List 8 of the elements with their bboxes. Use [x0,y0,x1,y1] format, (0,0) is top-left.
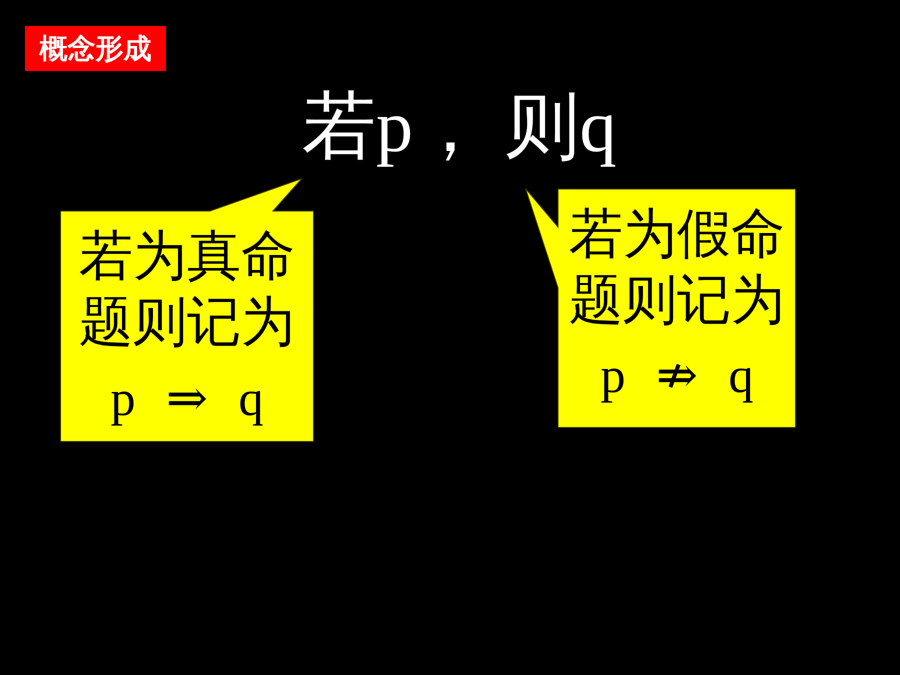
callout-text: 若为真命题则记为 [78,225,296,354]
slide-title: 若p， 则q [302,86,616,168]
formula: p ⇒ q [110,369,264,428]
formula: p ⇏ q [600,346,754,405]
speech-bubble [525,188,796,428]
section-tag: 概念形成 [25,26,166,71]
speech-bubble [60,178,314,442]
callout-text: 若为假命题则记为 [568,203,786,332]
